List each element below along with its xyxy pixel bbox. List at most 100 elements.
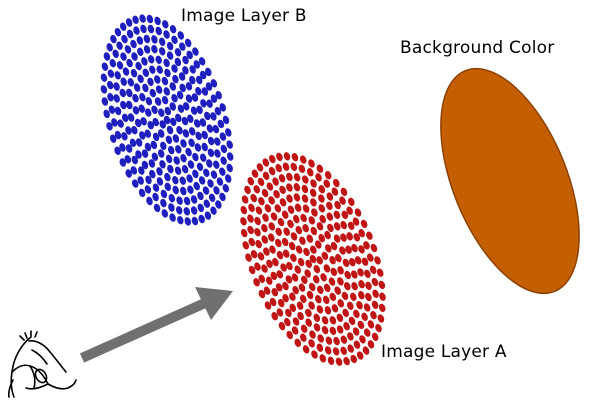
layer-a-dot — [313, 323, 321, 332]
layer-b-dot — [164, 106, 172, 116]
layer-b-dot — [193, 119, 201, 128]
layer-b-dot — [207, 148, 215, 158]
layer-a-dot — [306, 234, 314, 243]
layer-b-dot — [166, 125, 174, 135]
layer-b-dot — [169, 213, 176, 222]
layer-a-dot — [300, 324, 308, 333]
layer-a-dot — [327, 223, 334, 233]
layer-a-dot — [331, 187, 339, 196]
layer-b-dot — [125, 169, 132, 178]
layer-b-dot — [114, 106, 122, 116]
layer-a-dot — [371, 277, 379, 287]
layer-a-dot — [275, 283, 283, 292]
layer-b-dot — [154, 16, 161, 26]
layer-b-dot — [107, 69, 115, 78]
layer-a-dot — [379, 292, 386, 301]
layer-b-dot — [147, 24, 155, 34]
layer-a-dot — [318, 185, 326, 194]
layer-b-dot — [159, 160, 166, 169]
layer-a-dot — [354, 256, 362, 265]
layer-b-dot — [219, 132, 227, 141]
layer-a-dot — [306, 290, 314, 300]
layer-a-dot — [291, 273, 299, 282]
layer-a-dot — [344, 270, 351, 280]
layer-b-dot — [126, 29, 134, 39]
layer-a-dot — [242, 241, 250, 250]
layer-b-dot — [226, 140, 233, 149]
layer-b-dot — [214, 106, 222, 116]
layer-b-dot — [110, 34, 117, 44]
layer-b-dot — [140, 24, 147, 34]
layer-b-dot — [203, 199, 211, 208]
layer-a-dot — [353, 340, 361, 349]
image-layer-b — [100, 14, 234, 226]
layer-a-dot — [378, 280, 386, 290]
layer-b-dot — [126, 100, 133, 110]
layer-b-dot — [175, 206, 183, 215]
layer-b-dot — [173, 156, 180, 165]
layer-a-dot — [326, 201, 333, 211]
layer-b-dot — [193, 60, 201, 69]
layer-a-dot — [346, 206, 353, 215]
layer-a-dot — [327, 356, 335, 365]
background-color-layer — [440, 67, 580, 295]
layer-b-dot — [139, 92, 146, 102]
layer-a-dot — [323, 179, 331, 188]
layer-b-dot — [151, 44, 158, 54]
layer-b-dot — [215, 90, 222, 100]
layer-b-dot — [177, 215, 184, 225]
layer-a-dot — [247, 225, 254, 235]
layer-a-dot — [283, 227, 290, 236]
layer-b-dot — [164, 68, 171, 78]
layer-b-dot — [163, 115, 171, 125]
layer-a-dot — [289, 292, 296, 301]
layer-b-dot — [156, 65, 163, 74]
layer-b-dot — [146, 14, 154, 24]
layer-a-dot — [293, 173, 301, 182]
layer-b-dot — [205, 67, 212, 77]
layer-a-dot — [351, 243, 358, 253]
layer-a-dot — [377, 314, 385, 323]
layer-b-dot — [121, 34, 128, 44]
layer-b-dot — [186, 174, 193, 183]
layer-b-dot — [189, 75, 196, 85]
layer-b-dot — [196, 162, 204, 172]
layer-b-dot — [171, 93, 178, 103]
layer-b-dot — [152, 192, 159, 202]
layer-b-dot — [169, 82, 177, 91]
layer-b-dot — [212, 124, 220, 134]
layer-a-dot — [262, 171, 270, 180]
layer-b-dot — [160, 198, 167, 208]
layer-a-dot — [255, 206, 263, 215]
layer-a-dot — [318, 204, 326, 213]
layer-b-dot — [142, 83, 149, 93]
layer-b-dot — [164, 182, 172, 192]
layer-b-dot — [203, 168, 210, 178]
layer-b-dot — [182, 55, 189, 65]
layer-b-dot — [210, 206, 217, 215]
layer-a-dot — [310, 226, 318, 236]
layer-a-dot — [343, 322, 350, 331]
layer-b-dot — [213, 186, 220, 195]
layer-b-dot — [217, 119, 225, 129]
layer-a-dot — [302, 175, 309, 184]
layer-b-dot — [176, 196, 183, 205]
layer-a-dot — [356, 351, 364, 360]
layer-b-dot — [132, 15, 139, 25]
layer-a-dot — [358, 245, 365, 254]
layer-a-dot — [293, 214, 300, 224]
layer-b-dot — [125, 18, 133, 27]
layer-b-dot — [139, 131, 146, 140]
layer-a-dot — [244, 185, 251, 195]
layer-b-dot — [195, 86, 202, 96]
layer-a-dot — [342, 308, 349, 318]
layer-a-dot — [240, 205, 248, 215]
layer-a-dot — [361, 257, 369, 266]
layer-b-dot — [136, 36, 144, 45]
layer-b-dot — [185, 94, 193, 103]
layer-a-dot — [286, 183, 293, 192]
layer-a-dot — [251, 169, 259, 178]
layer-b-dot — [167, 145, 175, 155]
layer-a-dot — [318, 233, 325, 243]
layer-b-dot — [158, 37, 166, 47]
